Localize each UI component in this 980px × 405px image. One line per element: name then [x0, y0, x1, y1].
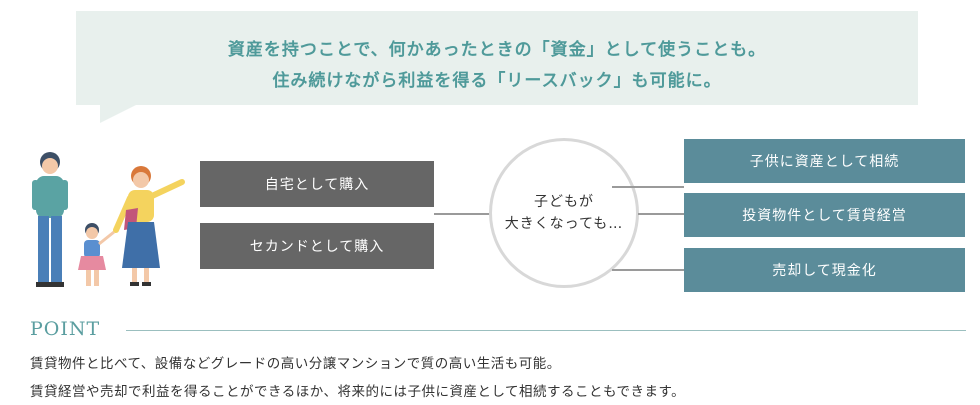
- rental-investment-box: 投資物件として賃貸経営: [684, 193, 965, 237]
- bubble-line-2: 住み続けながら利益を得る「リースバック」も可能に。: [272, 71, 722, 91]
- father-figure: [32, 152, 68, 287]
- purchase-second-home-box: セカンドとして購入: [200, 223, 434, 269]
- center-line-2: 大きくなっても…: [504, 216, 624, 232]
- point-line-1: 賃貸物件と比べて、設備などグレードの高い分譲マンションで質の高い生活も可能。: [30, 356, 561, 372]
- connector-right-1: [612, 186, 684, 188]
- connector-right-2: [638, 213, 684, 215]
- center-line-1: 子どもが: [534, 194, 594, 210]
- speech-bubble-tail: [100, 105, 136, 123]
- center-circle: 子どもが 大きくなっても…: [489, 138, 639, 288]
- sell-for-cash-box: 売却して現金化: [684, 248, 965, 292]
- inherit-box: 子供に資産として相続: [684, 139, 965, 183]
- family-illustration: [32, 152, 185, 287]
- purchase-home-box: 自宅として購入: [200, 161, 434, 207]
- point-divider: [126, 330, 966, 331]
- child-figure: [78, 223, 115, 286]
- bubble-line-1: 資産を持つことで、何かあったときの「資金」として使うことも。: [227, 40, 767, 60]
- connector-left: [434, 213, 492, 215]
- connector-right-3: [612, 269, 684, 271]
- mother-figure: [113, 166, 185, 286]
- speech-bubble: 資産を持つことで、何かあったときの「資金」として使うことも。 住み続けながら利益…: [76, 11, 918, 105]
- point-line-2: 賃貸経営や売却で利益を得ることができるほか、将来的には子供に資産として相続するこ…: [30, 384, 686, 400]
- point-heading: POINT: [30, 318, 101, 340]
